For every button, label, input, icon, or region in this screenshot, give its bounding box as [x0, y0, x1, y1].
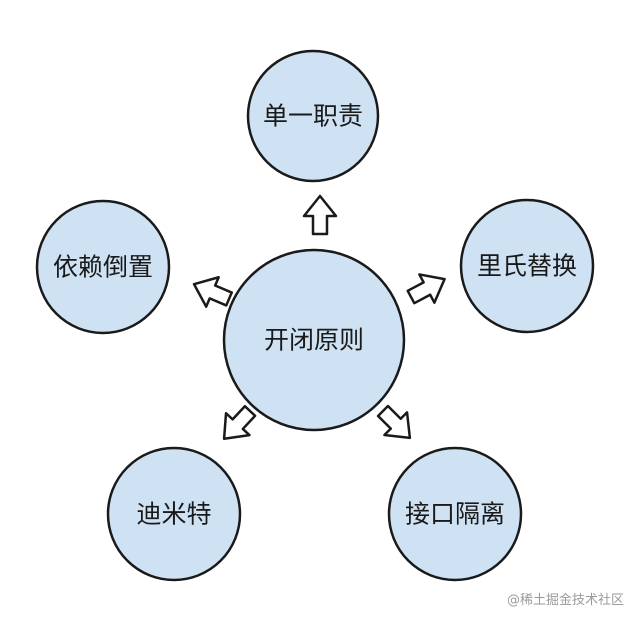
arrow-to-interface-segregation [370, 398, 423, 451]
node-open-closed-center: 开闭原则 [222, 248, 406, 432]
watermark: @稀土掘金技术社区 [506, 593, 624, 608]
arrow-to-dependency-inversion [186, 268, 237, 315]
node-interface-segregation: 接口隔离 [387, 446, 523, 582]
node-law-of-demeter: 迪米特 [106, 446, 242, 582]
node-label: 依赖倒置 [53, 253, 153, 282]
node-label: 里氏替换 [477, 252, 577, 281]
center-label: 开闭原则 [264, 326, 364, 355]
arrow-to-single-responsibility [302, 194, 338, 236]
node-dependency-inversion: 依赖倒置 [35, 199, 171, 335]
node-label: 接口隔离 [405, 500, 505, 529]
node-liskov-substitution: 里氏替换 [459, 198, 595, 334]
node-label: 迪米特 [136, 500, 211, 529]
node-label: 单一职责 [263, 102, 363, 131]
arrow-to-liskov-substitution [402, 263, 454, 313]
node-single-responsibility: 单一职责 [246, 49, 380, 183]
